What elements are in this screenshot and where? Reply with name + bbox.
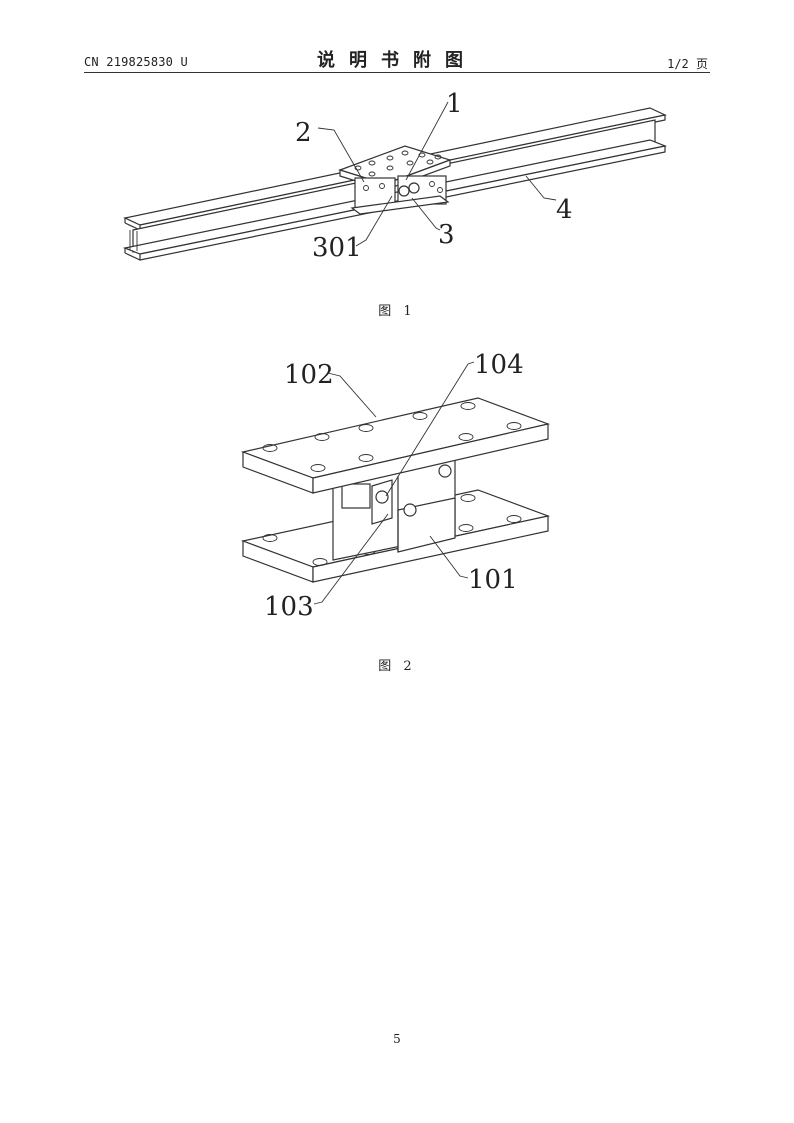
label-1: 1 [446, 89, 463, 119]
page-number: 5 [393, 1032, 401, 1046]
label-101: 101 [468, 565, 518, 595]
label-2: 2 [295, 118, 312, 148]
figure-2-drawing: 102 104 103 101 [240, 350, 551, 622]
figure-2-caption: 图 2 [378, 659, 416, 674]
label-3: 3 [438, 220, 455, 250]
header-rule [84, 72, 710, 73]
figure-1-caption: 图 1 [378, 304, 416, 319]
label-4: 4 [556, 195, 573, 225]
connector-assembly [338, 145, 452, 215]
figure-1-drawing: 2 1 3 301 4 [122, 89, 668, 263]
label-103: 103 [264, 592, 314, 622]
top-plate [240, 397, 551, 494]
label-102: 102 [284, 360, 334, 390]
patent-number: CN 219825830 U [84, 55, 188, 69]
label-104: 104 [474, 350, 524, 380]
page-title: 说明书附图 [317, 50, 477, 71]
label-301: 301 [312, 233, 362, 263]
page-indicator: 1/2 页 [667, 57, 708, 71]
